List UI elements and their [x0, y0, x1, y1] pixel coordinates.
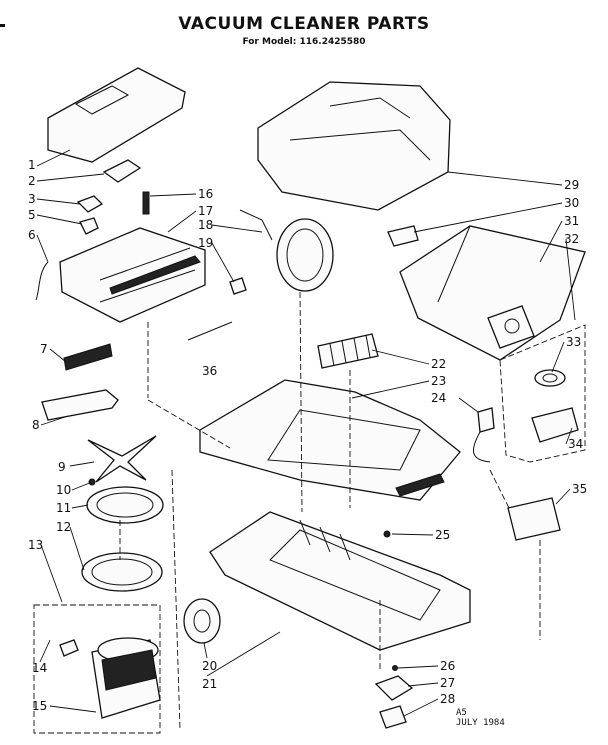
callout-6: 6 — [28, 228, 36, 242]
callout-35: 35 — [572, 482, 588, 496]
alignment-lines — [119, 291, 541, 731]
callout-2: 2 — [28, 174, 36, 188]
part-handle-housing — [59, 227, 206, 323]
callout-15: 15 — [32, 699, 48, 713]
part-cap-19 — [229, 277, 247, 295]
revision-date: JULY 1984 — [456, 718, 505, 728]
callout-24: 24 — [431, 391, 447, 405]
callout-25: 25 — [435, 528, 451, 542]
diagram-title: VACUUM CLEANER PARTS — [178, 14, 430, 34]
part-bracket — [41, 389, 119, 421]
part-fan — [87, 435, 157, 483]
callout-30: 30 — [564, 196, 580, 210]
callout-13: 13 — [28, 538, 44, 552]
part-lid-frame — [199, 379, 461, 501]
callout-27: 27 — [440, 676, 456, 690]
callout-20: 20 — [202, 659, 218, 673]
revision-code: A5 — [456, 708, 467, 718]
callout-14: 14 — [32, 661, 48, 675]
part-bracket-35 — [507, 497, 561, 541]
callout-10: 10 — [56, 483, 72, 497]
corner-registration-mark — [0, 24, 5, 27]
callout-26: 26 — [440, 659, 456, 673]
part-motor — [59, 637, 161, 719]
part-top-shell — [257, 81, 451, 211]
callout-33: 33 — [566, 335, 582, 349]
callout-9: 9 — [58, 460, 66, 474]
part-wire-clip — [35, 261, 49, 301]
callout-32: 32 — [564, 232, 580, 246]
part-filter-grille — [317, 333, 379, 369]
callout-leader-lines — [36, 149, 576, 717]
callout-8: 8 — [32, 418, 40, 432]
callout-36: 36 — [202, 364, 218, 378]
callout-19: 19 — [198, 236, 214, 250]
callout-31: 31 — [564, 214, 580, 228]
part-bag-frame-outline — [499, 324, 586, 463]
part-bag-holder-34 — [531, 407, 579, 443]
callout-11: 11 — [56, 501, 72, 515]
callout-1: 1 — [28, 158, 36, 172]
callout-5: 5 — [28, 208, 36, 222]
part-screw-25 — [383, 530, 391, 538]
part-base — [209, 511, 471, 651]
part-motor-kit-box — [33, 604, 161, 734]
callout-16: 16 — [198, 187, 214, 201]
callout-17: 17 — [198, 204, 214, 218]
part-clips-left — [76, 159, 142, 235]
part-screw-26 — [392, 665, 398, 671]
callout-28: 28 — [440, 692, 456, 706]
callout-18: 18 — [198, 218, 214, 232]
part-filter-strip — [63, 343, 113, 371]
part-rod-36 — [187, 321, 233, 341]
part-screw-16 — [142, 191, 150, 215]
callout-7: 7 — [40, 342, 48, 356]
callout-12: 12 — [56, 520, 72, 534]
callout-34: 34 — [568, 437, 584, 451]
part-seal-33 — [534, 369, 566, 387]
callout-3: 3 — [28, 192, 36, 206]
part-switch — [472, 407, 495, 463]
part-ring-11 — [86, 486, 164, 524]
part-motor-pulley — [239, 209, 334, 292]
part-caster-27 — [374, 675, 414, 701]
callout-22: 22 — [431, 357, 447, 371]
part-roller-28 — [379, 705, 407, 729]
callout-21: 21 — [202, 677, 218, 691]
diagram-subtitle: For Model: 116.2425580 — [242, 37, 366, 47]
part-clip-30 — [387, 225, 419, 247]
callout-29: 29 — [564, 178, 580, 192]
part-dust-bag — [399, 225, 586, 361]
part-top-cover — [47, 67, 186, 163]
part-wheel — [183, 598, 221, 644]
callout-23: 23 — [431, 374, 447, 388]
